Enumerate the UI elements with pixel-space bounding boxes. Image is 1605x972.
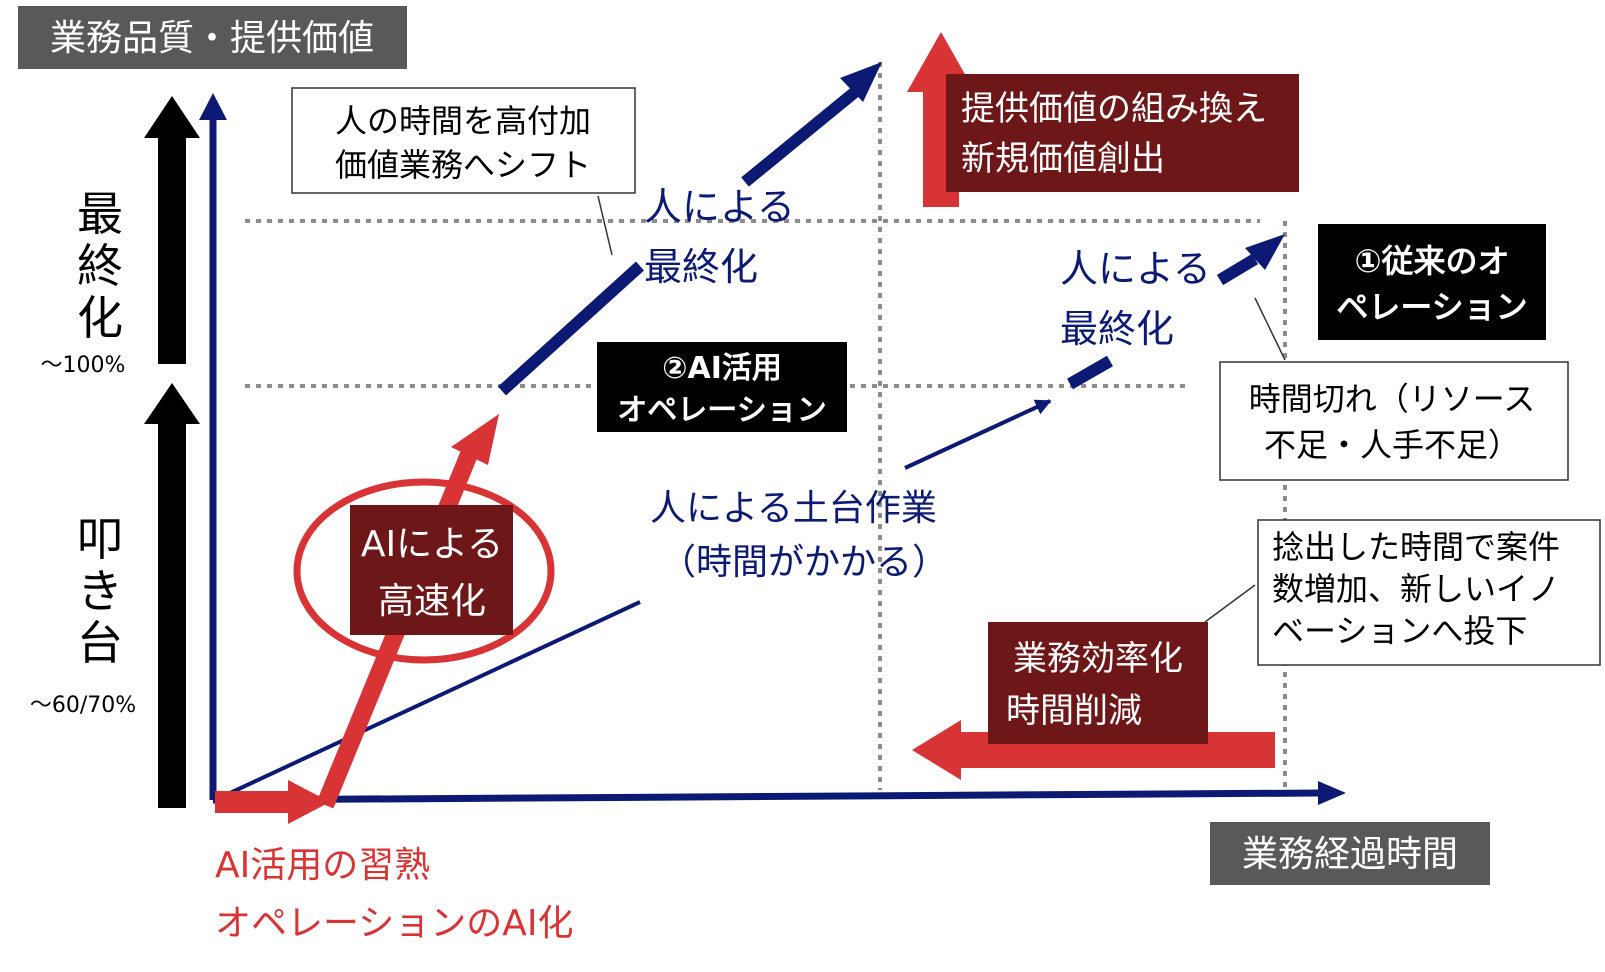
time-out-line-1: 時間切れ（リソース [1249, 380, 1535, 418]
x-axis [212, 789, 1321, 804]
human-time-shift-line-2: 価値業務へシフト [335, 146, 591, 184]
ai-finalize-arrowhead [840, 62, 882, 102]
x-axis-title-text: 業務経過時間 [1242, 834, 1458, 875]
ai-op-line [497, 62, 882, 396]
efficiency-line-1: 業務効率化 [1013, 639, 1183, 679]
saved-time-line-2: 数増加、新しいイノ [1272, 570, 1560, 608]
upper-stage-arrowhead [144, 96, 200, 138]
upper-stage-char-1: 最 [77, 187, 123, 241]
human-time-shift-box [291, 87, 636, 194]
y-axis-title-text: 業務品質・提供価値 [50, 18, 374, 59]
efficiency-arrowhead [912, 720, 961, 780]
axes [199, 93, 1346, 805]
human-finalize-trad-line-1: 人による [1060, 247, 1211, 291]
human-groundwork-label: 人による土台作業 （時間がかかる） [650, 488, 948, 583]
ai-op-box [597, 342, 847, 432]
ai-finalize-segment-a [497, 261, 645, 396]
efficiency-badge: 業務効率化 時間削減 [988, 622, 1208, 744]
ai-adoption-arrowhead [288, 780, 330, 824]
lower-stage-char-3: 台 [77, 616, 123, 670]
value-recombine-box [946, 74, 1299, 192]
ai-speedup-badge: AIによる 高速化 [350, 505, 513, 635]
time-out-box [1219, 361, 1569, 481]
ai-speedup-box [350, 505, 513, 635]
y-axis-title: 業務品質・提供価値 [18, 6, 407, 69]
value-recombine-line-1: 提供価値の組み換え [961, 89, 1267, 129]
human-finalize-ai-line-2: 最終化 [644, 245, 758, 289]
human-time-shift-callout: 人の時間を高付加 価値業務へシフト [291, 87, 636, 194]
ai-op-line-1: ②AI活用 [662, 351, 782, 386]
ai-adoption-line-1: AI活用の習熟 [215, 845, 430, 886]
ai-finalize-segment-b [741, 87, 859, 187]
traditional-groundwork-segment [214, 600, 641, 802]
traditional-op-badge: ①従来のオ ペレーション [1318, 224, 1546, 340]
ai-speedup-highlight-ellipse [293, 478, 555, 664]
guide-lines [245, 62, 1287, 790]
saved-time-leader [1204, 584, 1256, 623]
lower-stage-bar [158, 422, 186, 808]
lower-stage-percent: ～60/70% [30, 693, 136, 718]
stage-arrows [144, 96, 200, 808]
traditional-finalize-segment-b [1216, 253, 1259, 286]
efficiency-line-2: 時間削減 [1006, 691, 1142, 731]
ai-op-badge: ②AI活用 オペレーション [597, 342, 847, 432]
value-recombine-badge: 提供価値の組み換え 新規価値創出 [946, 74, 1299, 192]
upper-stage-char-2: 終 [77, 239, 123, 293]
traditional-finalize-arrowhead [1245, 234, 1285, 270]
lower-stage-label: 叩 き 台 [77, 512, 123, 670]
traditional-op-line [214, 234, 1285, 802]
human-finalize-label-ai: 人による 最終化 [644, 185, 795, 289]
lower-stage-char-2: き [77, 564, 123, 618]
human-finalize-label-traditional: 人による 最終化 [1060, 247, 1211, 351]
y-axis-title-box [18, 6, 407, 69]
ai-speedup-arrowhead [451, 414, 499, 465]
traditional-op-line-2: ペレーション [1336, 288, 1527, 326]
human-groundwork-line-1: 人による土台作業 [650, 488, 937, 529]
time-out-line-2: 不足・人手不足） [1264, 426, 1520, 464]
human-time-shift-line-1: 人の時間を高付加 [335, 102, 591, 140]
ai-speedup-line-2: 高速化 [378, 581, 486, 622]
ai-adoption-arrow-shaft [215, 791, 290, 813]
leader-lines [597, 195, 1286, 623]
lower-stage-arrowhead [144, 383, 200, 424]
human-finalize-trad-line-2: 最終化 [1060, 307, 1174, 351]
traditional-finalize-segment-a [1067, 355, 1113, 390]
y-axis-arrowhead [199, 93, 227, 120]
saved-time-line-1: 捻出した時間で案件 [1272, 528, 1560, 566]
x-axis-arrowhead [1318, 781, 1346, 805]
ai-speedup-line-1: AIによる [361, 524, 503, 565]
ai-adoption-label: AI活用の習熟 オペレーションのAI化 [215, 845, 574, 944]
traditional-mid-segment [904, 399, 1052, 470]
upper-stage-label: 最 終 化 [77, 187, 123, 345]
ai-adoption-line-2: オペレーションのAI化 [215, 903, 574, 944]
ai-op-line-2: オペレーション [617, 393, 826, 428]
x-axis-title: 業務経過時間 [1210, 822, 1490, 885]
upper-stage-char-3: 化 [77, 291, 123, 345]
x-axis-title-box [1210, 822, 1490, 885]
time-out-leader [1254, 297, 1286, 361]
saved-time-callout: 捻出した時間で案件 数増加、新しいイノ ベーションへ投下 [1257, 519, 1601, 666]
human-groundwork-line-2: （時間がかかる） [660, 542, 948, 583]
lower-stage-char-1: 叩 [77, 512, 123, 566]
value-recombine-line-2: 新規価値創出 [961, 139, 1165, 179]
saved-time-line-3: ベーションへ投下 [1272, 612, 1527, 650]
human-finalize-ai-line-1: 人による [644, 185, 795, 229]
efficiency-box [988, 622, 1208, 744]
saved-time-box [1257, 519, 1601, 666]
traditional-op-box [1318, 224, 1546, 340]
traditional-op-line-1: ①従来のオ [1354, 242, 1509, 280]
time-out-callout: 時間切れ（リソース 不足・人手不足） [1219, 361, 1569, 481]
upper-stage-percent: ～100% [41, 353, 126, 378]
upper-stage-bar [158, 136, 186, 364]
human-time-leader [597, 195, 613, 256]
